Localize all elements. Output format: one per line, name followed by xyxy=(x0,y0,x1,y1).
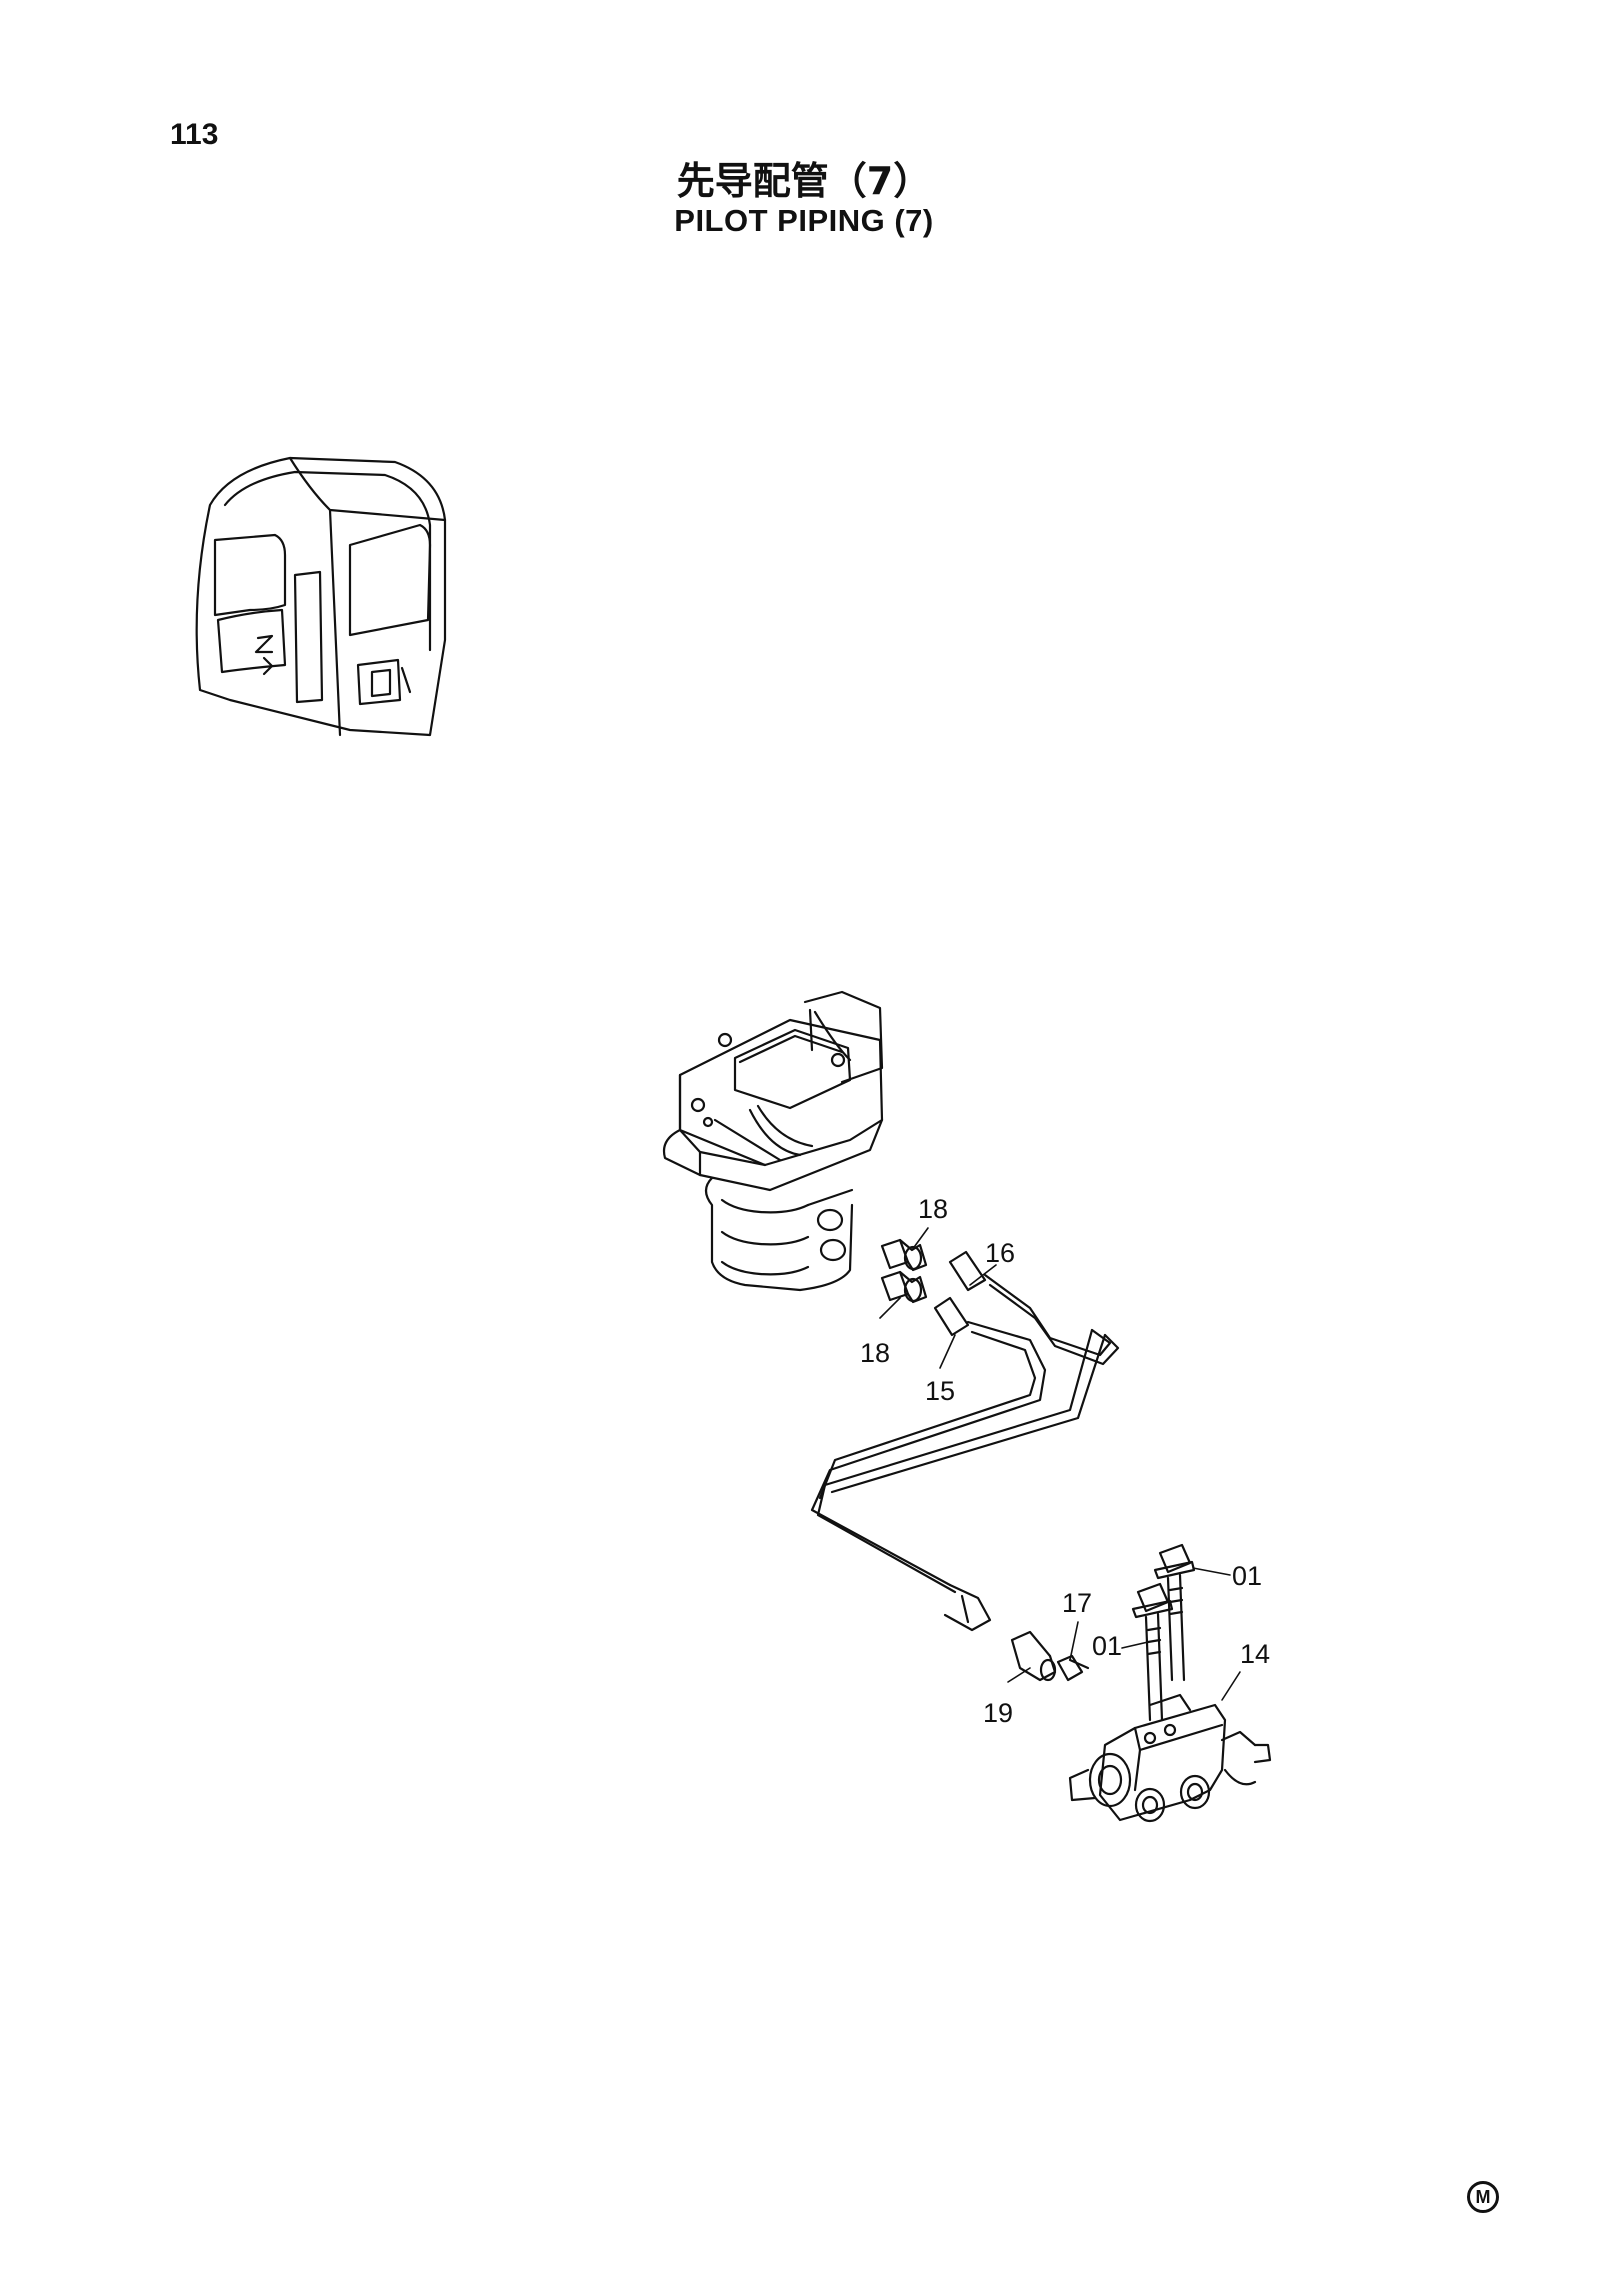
callout-14: 14 xyxy=(1240,1639,1270,1669)
callout-18-lower: 18 xyxy=(860,1338,890,1368)
callout-19: 19 xyxy=(983,1698,1013,1728)
callout-15: 15 xyxy=(925,1376,955,1406)
title-english: PILOT PIPING (7) xyxy=(674,203,934,238)
page-number: 113 xyxy=(170,118,219,151)
valve-14 xyxy=(1068,1693,1272,1823)
adapter-18-lower xyxy=(880,1270,928,1304)
cab-locator-illustration xyxy=(195,456,447,737)
callout-17: 17 xyxy=(1062,1588,1092,1618)
leader-lines xyxy=(879,1227,1241,1701)
hose-15 xyxy=(810,1296,1107,1594)
callout-01-left: 01 xyxy=(1092,1631,1122,1661)
adapter-18-upper xyxy=(880,1238,928,1272)
hose-16 xyxy=(948,1250,1120,1366)
registered-mark-icon: M xyxy=(1467,2181,1499,2213)
hose-end-fitting xyxy=(943,1583,992,1632)
title-chinese: 先导配管（7） xyxy=(676,159,932,203)
callout-18-upper: 18 xyxy=(918,1194,948,1224)
callout-01-right: 01 xyxy=(1232,1561,1262,1591)
bolt-01-right xyxy=(1153,1543,1196,1682)
pilot-valve-assembly xyxy=(662,990,884,1292)
nipple-17 xyxy=(1056,1654,1090,1682)
adapter-19 xyxy=(1010,1630,1057,1682)
callout-16: 16 xyxy=(985,1238,1015,1268)
